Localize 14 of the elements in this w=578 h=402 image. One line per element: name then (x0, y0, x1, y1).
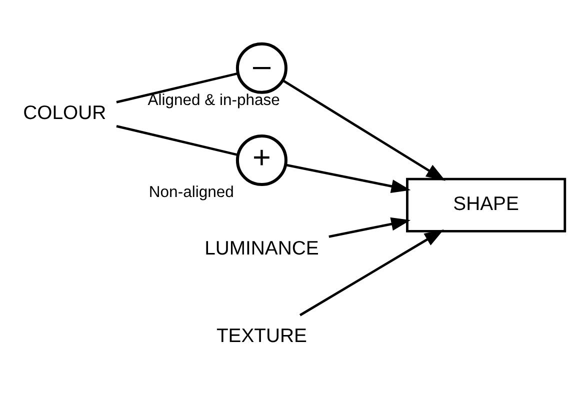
arrow (299, 229, 444, 316)
node-label: Aligned & in-phase (148, 91, 280, 108)
node-text: TEXTURE (216, 324, 307, 346)
node-label: Non-aligned (148, 184, 234, 201)
connector (116, 124, 238, 156)
arrow (328, 216, 411, 238)
node-text: COLOUR (23, 101, 106, 124)
connector (116, 72, 238, 103)
arrow (282, 78, 446, 180)
node-box: SHAPE (406, 177, 566, 232)
node-text: LUMINANCE (204, 237, 319, 260)
node-circle: + (236, 134, 288, 186)
node-circle: – (236, 42, 288, 94)
arrow (286, 163, 411, 192)
